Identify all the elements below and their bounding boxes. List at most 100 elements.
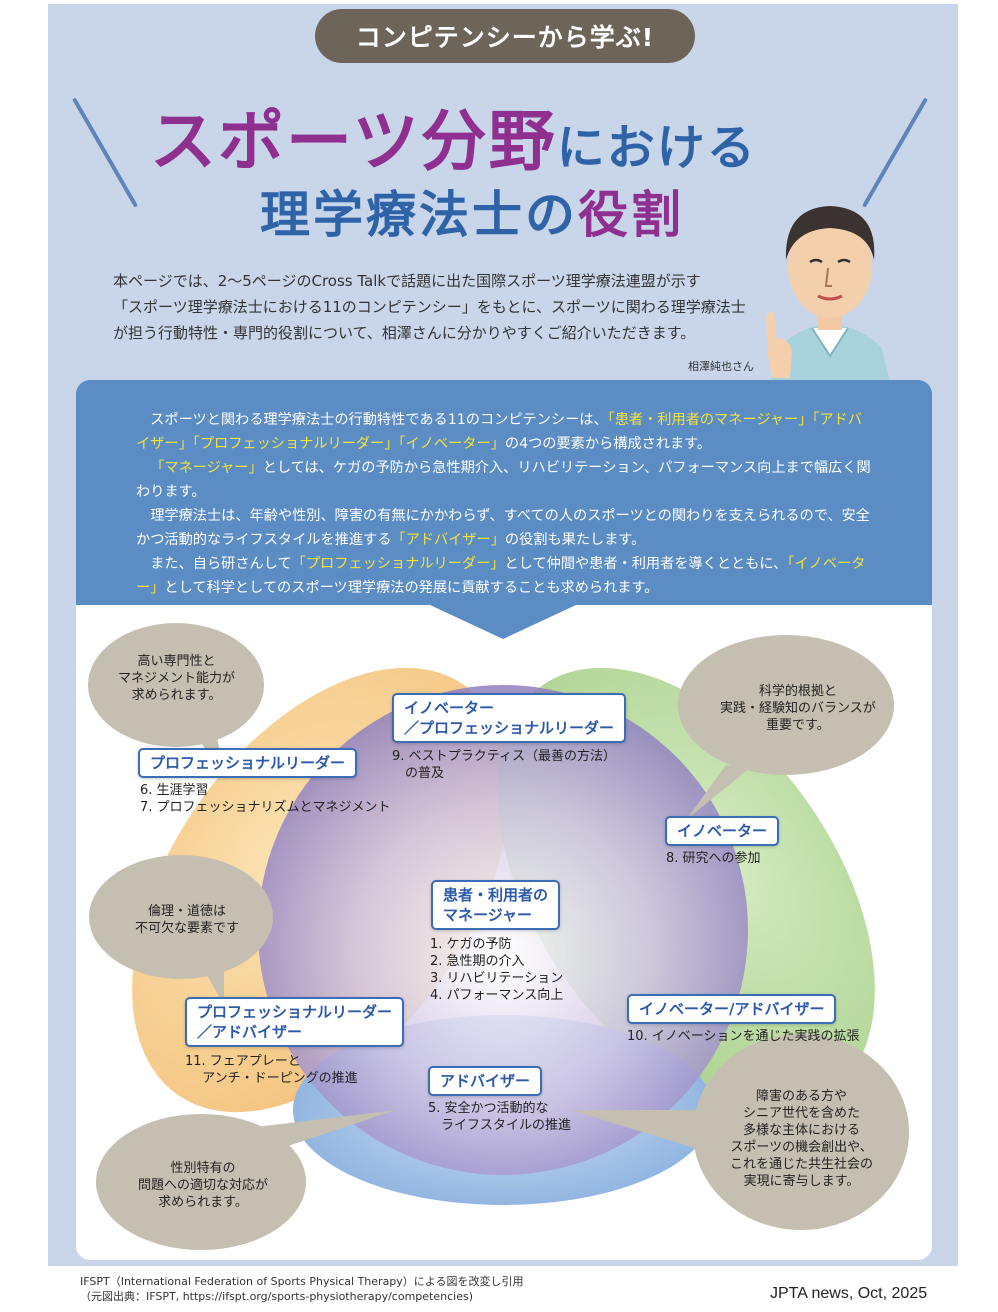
bubble-5-text: 障害のある方や シニア世代を含めた 多様な主体における スポーツの機会創出や、 … <box>730 1088 873 1190</box>
label-pro-leader-text: プロフェッショナルリーダー <box>150 754 346 772</box>
bubble-3-tail <box>201 961 224 1005</box>
summary-arrow <box>430 605 576 639</box>
intro-line2: 「スポーツ理学療法士における11のコンピテンシー」をもとに、スポーツに関わる理学… <box>113 298 746 316</box>
bubble-3-text: 倫理・道徳は 不可欠な要素です <box>135 903 239 937</box>
bubble-4-line: 問題への適切な対応が <box>138 1178 269 1193</box>
competency-item: 9. ベストプラクティス（最善の方法） <box>392 749 617 764</box>
competency-item: 2. 急性期の介入 <box>430 954 525 969</box>
competency-item: 11. フェアプレーと <box>185 1054 301 1069</box>
summary-highlight-roles: 「患者・利用者のマネージャー」「アドバイザー」「プロフェッショナルリーダー」「イ… <box>136 412 863 452</box>
bubble-3-line: 不可欠な要素です <box>135 921 240 936</box>
bubble-2-line: 科学的根拠と <box>758 684 837 699</box>
page-title-line2: 理学療法士の役割 <box>260 175 684 247</box>
summary-text-1a: スポーツと関わる理学療法士の行動特性である11のコンピテンシーは、 <box>150 412 608 428</box>
bubble-4-line: 求められます。 <box>158 1195 248 1210</box>
bubble-1-line: 求められます。 <box>131 688 222 703</box>
label-manager-line1: 患者・利用者の <box>443 886 549 904</box>
summary-text-3a: 理学療法士は、年齢や性別、障害の有無にかかわらず、すべての人のスポーツとの関わり… <box>136 508 870 548</box>
publication-credit: JPTA news, Oct, 2025 <box>770 1285 928 1302</box>
items-innovator-advisor: 10. イノベーションを通じた実践の拡張 <box>627 1028 860 1045</box>
person-name: 相澤純也さん <box>688 360 754 373</box>
title-part2: における <box>556 120 757 176</box>
person-illustration <box>766 206 890 383</box>
competency-item: 7. プロフェッショナリズムとマネジメント <box>140 800 391 815</box>
bubble-4-tail <box>256 1110 396 1150</box>
bubble-4 <box>96 1114 306 1250</box>
bubble-1-text: 高い専門性と マネジメント能力が 求められます。 <box>118 653 235 704</box>
summary-text: スポーツと関わる理学療法士の行動特性である11のコンピテンシーは、「患者・利用者… <box>136 408 876 600</box>
summary-text-4c: として科学としてのスポーツ理学療法の発展に貢献することも求められます。 <box>164 580 659 596</box>
items-manager: 1. ケガの予防 2. 急性期の介入 3. リハビリテーション 4. パフォーマ… <box>430 936 563 1004</box>
bubble-4-text: 性別特有の 問題への適切な対応が 求められます。 <box>138 1160 268 1211</box>
bubble-2 <box>678 635 894 775</box>
competency-item: の普及 <box>392 766 445 781</box>
summary-highlight-manager: 「マネージャー」 <box>150 460 263 476</box>
bubble-2-text: 科学的根拠と 実践・経験知のバランスが 重要です。 <box>720 683 876 734</box>
competency-item: アンチ・ドーピングの推進 <box>185 1071 358 1086</box>
header-pill-text: コンピテンシーから学ぶ! <box>355 23 655 52</box>
intro-text: 本ページでは、2〜5ページのCross Talkで話題に出た国際スポーツ理学療法… <box>113 268 753 346</box>
summary-text-2b: としては、ケガの予防から急性期介入、リハビリテーション、パフォーマンス向上まで幅… <box>136 460 871 500</box>
items-advisor: 5. 安全かつ活動的な ライフスタイルの推進 <box>428 1100 571 1134</box>
bubble-5-line: 障害のある方や <box>756 1089 848 1104</box>
intro-line3: が担う行動特性・専門的役割について、相澤さんに分かりやすくご紹介いただきます。 <box>113 324 696 342</box>
competency-item: 5. 安全かつ活動的な <box>428 1101 549 1116</box>
label-innovator-advisor: イノベーター/アドバイザー <box>627 994 837 1024</box>
bubble-2-line: 重要です。 <box>766 718 830 733</box>
label-pro-leader: プロフェッショナルリーダー <box>138 748 358 778</box>
title-part3: 理学療法士の <box>260 186 578 244</box>
source-line2: （元図出典：IFSPT, https://ifspt.org/sports-ph… <box>80 1290 473 1303</box>
items-pro-leader-advisor: 11. フェアプレーと アンチ・ドーピングの推進 <box>185 1053 358 1087</box>
summary-highlight-innovator: 「イノベーター」 <box>136 556 866 596</box>
summary-text-3b: の役割も果たします。 <box>504 532 646 548</box>
bubble-2-tail <box>686 765 751 820</box>
label-manager-line2: マネージャー <box>443 906 532 924</box>
bubble-2-line: 実践・経験知のバランスが <box>720 701 876 716</box>
items-innovator: 8. 研究への参加 <box>666 850 761 867</box>
label-innovator-pro-leader-line1: イノベーター <box>404 699 495 717</box>
label-pro-leader-advisor: プロフェッショナルリーダー ／アドバイザー <box>185 997 405 1047</box>
label-pro-leader-advisor-line1: プロフェッショナルリーダー <box>197 1003 393 1021</box>
label-innovator-advisor-text: イノベーター/アドバイザー <box>639 1000 825 1018</box>
source-citation: IFSPT（International Federation of Sports… <box>80 1274 523 1304</box>
competency-item: 3. リハビリテーション <box>430 971 564 986</box>
label-innovator: イノベーター <box>665 816 780 846</box>
center-circle <box>258 685 748 1175</box>
label-pro-leader-advisor-line2: ／アドバイザー <box>197 1023 303 1041</box>
label-manager: 患者・利用者の マネージャー <box>431 880 561 930</box>
competency-item: 10. イノベーションを通じた実践の拡張 <box>627 1029 860 1044</box>
header-pill: コンピテンシーから学ぶ! <box>315 9 695 63</box>
items-innovator-pro-leader: 9. ベストプラクティス（最善の方法） の普及 <box>392 748 616 782</box>
competency-item: 4. パフォーマンス向上 <box>430 988 564 1003</box>
label-advisor-text: アドバイザー <box>440 1072 531 1090</box>
bubble-3 <box>89 855 273 979</box>
competency-item: 8. 研究への参加 <box>666 851 761 866</box>
competency-diagram <box>88 623 909 1250</box>
summary-highlight-advisor: 「アドバイザー」 <box>391 532 505 548</box>
bubble-4-line: 性別特有の <box>170 1161 236 1176</box>
label-advisor: アドバイザー <box>428 1066 543 1096</box>
bubble-5-tail <box>571 1110 701 1150</box>
bubble-5-line: これを通じた共生社会の <box>730 1157 874 1172</box>
label-innovator-pro-leader-line2: ／プロフェッショナルリーダー <box>404 719 615 737</box>
label-innovator-pro-leader: イノベーター ／プロフェッショナルリーダー <box>392 693 627 743</box>
summary-highlight-leader: 「プロフェッショナルリーダー」 <box>291 556 505 572</box>
bubble-5-line: シニア世代を含めた <box>743 1106 861 1121</box>
summary-text-4b: として仲間や患者・利用者を導くとともに、 <box>504 556 788 572</box>
competency-item: ライフスタイルの推進 <box>428 1118 572 1133</box>
bubble-1 <box>88 623 264 747</box>
competency-item: 6. 生涯学習 <box>140 783 209 798</box>
title-part1: スポーツ分野 <box>150 103 557 180</box>
competency-item: 1. ケガの予防 <box>430 937 512 952</box>
bubble-1-line: マネジメント能力が <box>118 671 236 686</box>
items-pro-leader: 6. 生涯学習 7. プロフェッショナリズムとマネジメント <box>140 782 391 816</box>
bubble-1-line: 高い専門性と <box>137 654 216 669</box>
bubble-5 <box>693 1034 909 1230</box>
summary-box: スポーツと関わる理学療法士の行動特性である11のコンピテンシーは、「患者・利用者… <box>76 380 932 605</box>
page-title-line1: スポーツ分野における <box>150 88 757 184</box>
summary-text-1b: の4つの要素から構成されます。 <box>504 436 712 452</box>
label-innovator-text: イノベーター <box>677 822 768 840</box>
bubble-5-line: スポーツの機会創出や、 <box>730 1140 873 1155</box>
title-part4: 役割 <box>578 186 684 244</box>
source-line1: IFSPT（International Federation of Sports… <box>80 1275 524 1288</box>
